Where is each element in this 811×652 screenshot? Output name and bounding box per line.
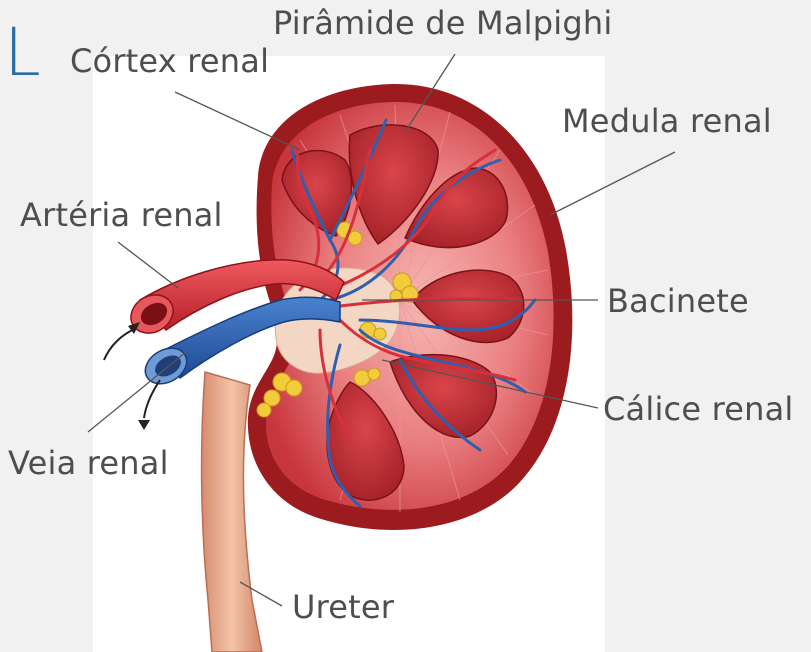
fat-lobule (257, 403, 271, 417)
fat-lobule (286, 380, 302, 396)
fat-lobule (368, 368, 380, 380)
leader-line-veia (88, 352, 186, 432)
label-veia: Veia renal (8, 444, 169, 482)
label-arteria: Artéria renal (20, 196, 223, 234)
label-bacinete: Bacinete (607, 282, 749, 320)
leader-line-medula (550, 152, 675, 215)
inflow-arrow-icon (104, 328, 136, 360)
outflow-arrow-icon (144, 380, 160, 418)
label-cortex: Córtex renal (70, 42, 269, 80)
fat-lobule (374, 328, 386, 340)
leader-line-arteria (118, 242, 178, 288)
fat-lobule (354, 370, 370, 386)
label-piramide: Pirâmide de Malpighi (273, 4, 612, 42)
label-medula: Medula renal (562, 102, 772, 140)
label-calice: Cálice renal (603, 390, 794, 428)
label-ureter: Ureter (292, 588, 394, 626)
leader-line-cortex (175, 92, 300, 150)
